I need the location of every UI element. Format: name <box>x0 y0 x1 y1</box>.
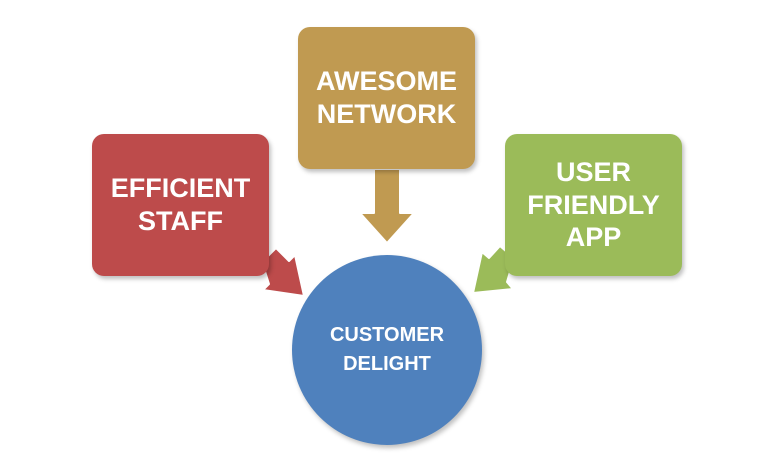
center-node-customer-delight: CUSTOMER DELIGHT <box>292 255 482 445</box>
arrow-network-to-center <box>359 168 415 244</box>
center-label-line: CUSTOMER <box>329 324 445 346</box>
node-user-friendly-app: USER FRIENDLY APP <box>505 134 682 276</box>
node-label-line: APP <box>565 222 622 253</box>
node-awesome-network: AWESOME NETWORK <box>298 27 475 169</box>
node-label-line: STAFF <box>138 206 223 236</box>
node-label-line: FRIENDLY <box>527 189 660 220</box>
node-label-line: NETWORK <box>316 99 457 129</box>
center-label-line: DELIGHT <box>343 353 431 375</box>
node-efficient-staff: EFFICIENT STAFF <box>92 134 269 276</box>
arrow-app-to-center <box>472 245 515 294</box>
node-label-line: AWESOME <box>315 66 457 97</box>
arrow-staff-to-center <box>261 247 305 297</box>
node-label-line: EFFICIENT <box>110 173 251 204</box>
node-label-line: USER <box>555 156 631 187</box>
